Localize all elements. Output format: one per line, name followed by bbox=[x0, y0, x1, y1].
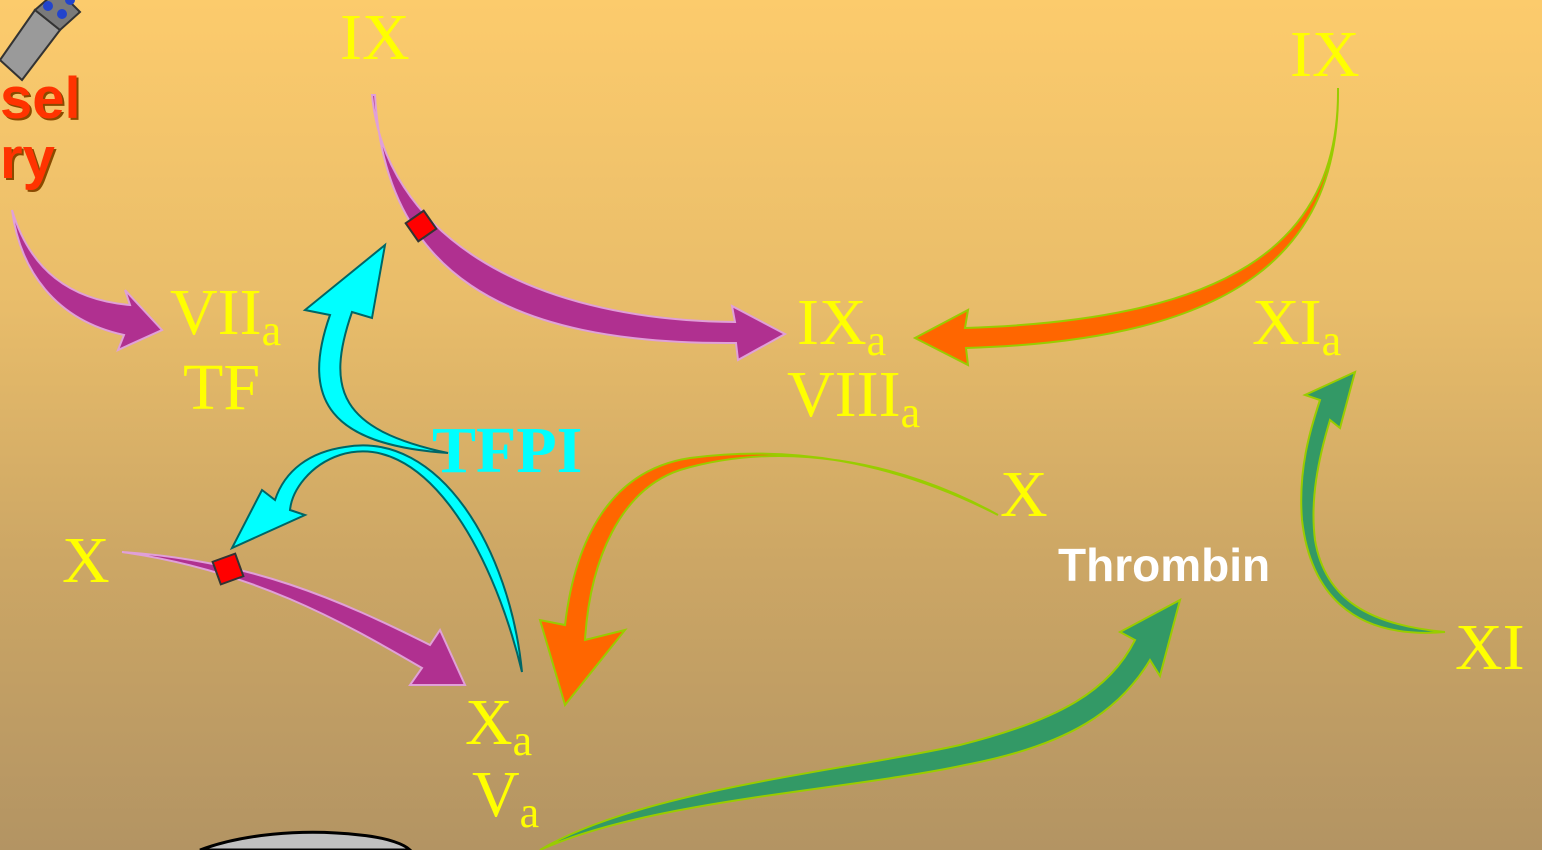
vessel-injury-label-line2: ry bbox=[0, 126, 55, 191]
x-to-xa-arrow bbox=[121, 551, 467, 686]
tfpi-label: TFPI bbox=[432, 414, 583, 487]
xa-to-x-cyan-arrow bbox=[229, 444, 523, 673]
xia-label: XIa bbox=[1252, 286, 1342, 365]
injury-to-viia-arrow bbox=[11, 209, 164, 352]
xa-label: Xa bbox=[465, 686, 533, 765]
xa-to-thrombin-arrow bbox=[539, 598, 1182, 850]
ix-right-to-ixa-arrow bbox=[912, 87, 1340, 367]
xi-label: XI bbox=[1455, 611, 1525, 684]
syringe-icon bbox=[0, 0, 82, 82]
x-label-left: X bbox=[62, 524, 110, 597]
x-right-to-xa-arrow bbox=[538, 452, 999, 708]
ix-label-right: IX bbox=[1290, 18, 1360, 91]
inhibition-marker-top bbox=[404, 209, 438, 243]
thrombin-label: Thrombin bbox=[1058, 539, 1271, 591]
tf-label: TF bbox=[183, 351, 261, 424]
tfpi-to-ix-arrow bbox=[302, 242, 449, 454]
vessel-injury-label-line1: sel bbox=[0, 66, 81, 131]
ix-label-left: IX bbox=[340, 1, 410, 74]
ixa-label: IXa bbox=[797, 286, 887, 365]
inhibition-marker-bottom bbox=[211, 552, 245, 586]
x-label-right: X bbox=[1000, 458, 1048, 531]
membrane-surface bbox=[199, 830, 413, 850]
xi-to-xia-arrow bbox=[1300, 370, 1446, 634]
viia-label: VIIa bbox=[170, 276, 282, 355]
va-label: Va bbox=[472, 758, 540, 837]
viiia-label: VIIIa bbox=[787, 358, 921, 437]
